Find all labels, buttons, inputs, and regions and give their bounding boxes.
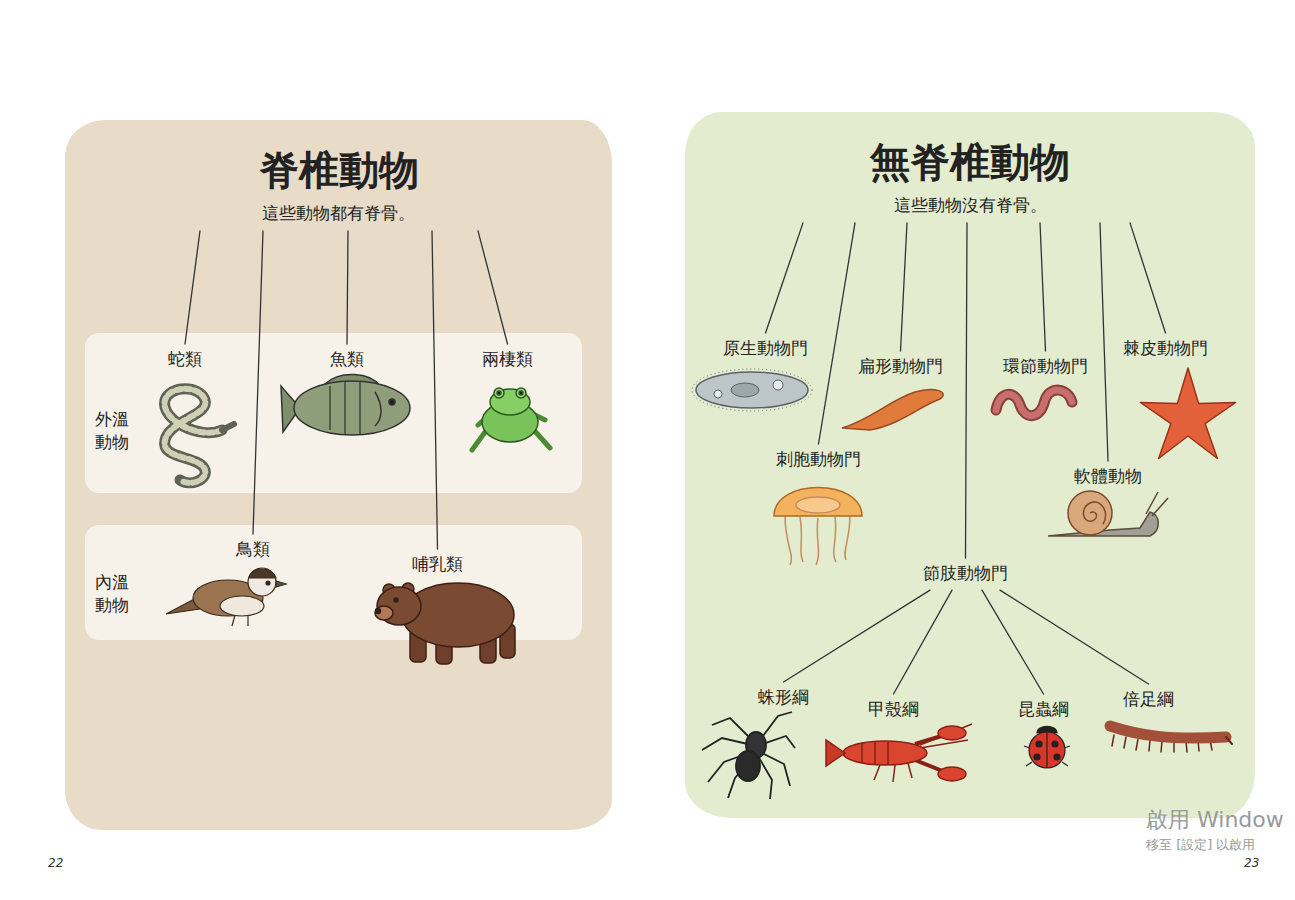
- category-name: 甲殼綱: [866, 698, 921, 720]
- jellyfish-picture-part: [796, 497, 840, 513]
- panel-title: 脊椎動物: [65, 146, 612, 194]
- paramecium-picture-part: [731, 383, 759, 397]
- category-name: 鳥類: [234, 538, 272, 560]
- snail-picture-part: [1068, 491, 1112, 535]
- category-name: 原生動物門: [721, 337, 810, 359]
- category-label: 原生動物門: [721, 337, 810, 359]
- category-name: 扁形動物門: [856, 355, 945, 377]
- category-label: 甲殼綱: [866, 698, 921, 720]
- group-label: 外溫動物: [95, 408, 130, 454]
- category-label: 倍足綱: [1121, 688, 1176, 710]
- category-label: 昆蟲綱: [1016, 698, 1071, 720]
- page-label: 22: [48, 856, 63, 870]
- ladybug-picture-part: [1046, 732, 1047, 768]
- category-name: 軟體動物: [1072, 465, 1144, 487]
- fish-picture-part: [330, 382, 360, 434]
- ladybug-picture-part: [1029, 732, 1065, 768]
- page-number: 23: [1244, 856, 1259, 870]
- spider-picture-part: [736, 751, 760, 781]
- category-label: 兩棲類: [480, 348, 535, 370]
- bear-picture-part: [375, 606, 393, 620]
- panel-subtitle: 這些動物都有脊骨。: [65, 202, 612, 225]
- category-label: 刺胞動物門: [774, 448, 863, 470]
- page-label: 移至 [設定] 以啟用: [1146, 836, 1255, 854]
- frog-picture-part: [516, 388, 526, 398]
- category-label: 扁形動物門: [856, 355, 945, 377]
- fish-picture-part: [389, 399, 395, 405]
- category-name: 昆蟲綱: [1016, 698, 1071, 720]
- paramecium-picture-part: [773, 380, 783, 390]
- frog-picture-part: [494, 388, 504, 398]
- ladybug-picture-part: [1054, 754, 1060, 760]
- category-label: 蛛形綱: [756, 686, 811, 708]
- category-name: 棘皮動物門: [1121, 337, 1210, 359]
- category-label: 軟體動物: [1072, 465, 1144, 487]
- paramecium-picture-part: [696, 372, 808, 408]
- fish-picture-part: [375, 392, 381, 426]
- category-name: 刺胞動物門: [774, 448, 863, 470]
- category-name: 哺乳類: [410, 553, 465, 575]
- category-name: 環節動物門: [1001, 355, 1090, 377]
- watermark-text: 移至 [設定] 以啟用: [1146, 836, 1255, 854]
- category-label: 棘皮動物門: [1121, 337, 1210, 359]
- category-name: 倍足綱: [1121, 688, 1176, 710]
- category-label: 哺乳類: [410, 553, 465, 575]
- category-label: 蛇類: [166, 348, 204, 370]
- ladybug-picture-part: [1036, 741, 1042, 747]
- category-name: 兩棲類: [480, 348, 535, 370]
- category-label: 節肢動物門: [921, 562, 1010, 584]
- category-name: 蛛形綱: [756, 686, 811, 708]
- category-name: 節肢動物門: [921, 562, 1010, 584]
- ladybug-picture-part: [1024, 746, 1070, 766]
- lobster-picture-part: [862, 742, 888, 764]
- group-label: 內溫動物: [95, 571, 130, 617]
- panel-heading: 脊椎動物這些動物都有脊骨。: [65, 146, 612, 225]
- lobster-picture-part: [938, 726, 966, 740]
- bird-picture-part: [220, 596, 264, 616]
- bear-picture-part: [394, 598, 398, 602]
- category-label: 鳥類: [234, 538, 272, 560]
- bird-picture-part: [266, 581, 270, 585]
- category-name: 魚類: [328, 348, 366, 370]
- frog-picture-part: [519, 391, 523, 395]
- group-panel: 無脊椎動物這些動物沒有脊骨。原生動物門扁形動物門 環節動物門 棘皮動物門刺胞動物門軟…: [685, 112, 1255, 818]
- lobster-picture-part: [938, 767, 966, 781]
- lobster-picture-part: [843, 741, 927, 765]
- ladybug-picture-part: [1052, 741, 1058, 747]
- panel-subtitle: 這些動物沒有脊骨。: [685, 194, 1255, 217]
- ladybug-picture-part: [1034, 754, 1040, 760]
- category-label: 魚類: [328, 348, 366, 370]
- category-label: 環節動物門: [1001, 355, 1090, 377]
- bird-picture-part: [248, 568, 276, 596]
- snail-picture-part: [1083, 502, 1105, 524]
- page-label: 23: [1244, 856, 1259, 870]
- fish-picture-part: [294, 381, 410, 435]
- page-number: 22: [48, 856, 63, 870]
- group-panel: 脊椎動物這些動物都有脊骨。外溫動物 蛇類 魚類 兩棲類內溫動物 鳥類哺乳類: [65, 120, 612, 830]
- frog-picture-part: [490, 389, 530, 415]
- paramecium-picture-part: [714, 390, 722, 398]
- watermark-text: 啟用 Window: [1146, 805, 1284, 835]
- category-name: 蛇類: [166, 348, 204, 370]
- panel-heading: 無脊椎動物這些動物沒有脊骨。: [685, 138, 1255, 217]
- frog-picture-part: [497, 391, 501, 395]
- page-label: 啟用 Window: [1146, 805, 1284, 835]
- panel-title: 無脊椎動物: [685, 138, 1255, 186]
- bear-picture-part: [376, 609, 381, 614]
